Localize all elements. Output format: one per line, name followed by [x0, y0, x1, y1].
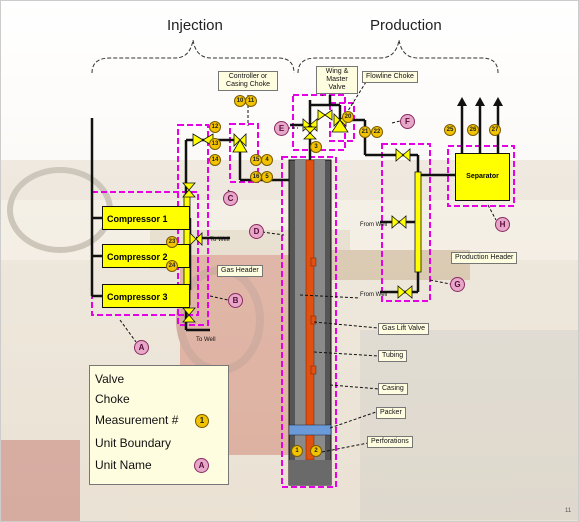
injection-title: Injection	[167, 17, 223, 34]
controller-choke-label: Controller or Casing Choke	[218, 71, 278, 91]
unit-badge-a: A	[134, 340, 149, 355]
unit-badge-e: E	[274, 121, 289, 136]
compressor-1: Compressor 1	[102, 206, 190, 230]
page-number: 11	[565, 508, 571, 514]
to-well-label-2: To Well	[196, 337, 216, 343]
production-header-pipe	[415, 172, 421, 272]
measurement-badge: 24	[166, 260, 178, 272]
production-header-label: Production Header	[451, 252, 517, 264]
production-title: Production	[370, 17, 442, 34]
wellbore	[289, 160, 331, 485]
from-well-label-2: From Well	[360, 292, 387, 298]
tubing-label: Tubing	[378, 350, 407, 362]
legend-valve: Valve	[95, 372, 124, 386]
measurement-badge: 12	[209, 121, 221, 133]
compressor-3: Compressor 3	[102, 284, 190, 308]
unit-badge-b: B	[228, 293, 243, 308]
separator: Separator	[455, 153, 510, 201]
to-well-label-1: To Well	[210, 237, 230, 243]
measurement-badge: 20	[342, 111, 354, 123]
gas-lift-valve-label: Gas Lift Valve	[378, 323, 429, 335]
measurement-badge: 1	[291, 445, 303, 457]
measurement-badge: 22	[371, 126, 383, 138]
unit-badge-c: C	[223, 191, 238, 206]
legend-measurement-badge: 1	[195, 414, 209, 428]
measurement-badge: 26	[467, 124, 479, 136]
legend-boundary: Unit Boundary	[95, 436, 171, 450]
legend-unit-badge: A	[194, 458, 209, 473]
unit-badge-d: D	[249, 224, 264, 239]
measurement-badge: 23	[166, 236, 178, 248]
perforations-label: Perforations	[367, 436, 413, 448]
measurement-badge: 11	[245, 95, 257, 107]
unit-badge-h: H	[495, 217, 510, 232]
measurement-badge: 5	[261, 171, 273, 183]
legend-unit-name: Unit Name	[95, 458, 152, 472]
legend-measurement: Measurement #	[95, 413, 178, 427]
measurement-badge: 27	[489, 124, 501, 136]
from-well-label-1: From Well	[360, 222, 387, 228]
unit-badge-g: G	[450, 277, 465, 292]
measurement-badge: 21	[359, 126, 371, 138]
measurement-badge: 13	[209, 138, 221, 150]
flowline-choke-label: Flowline Choke	[362, 71, 418, 83]
measurement-badge: 3	[310, 141, 322, 153]
legend: Valve Choke Measurement # Unit Boundary …	[89, 365, 229, 485]
measurement-badge: 2	[310, 445, 322, 457]
legend-choke: Choke	[95, 392, 130, 406]
measurement-badge: 25	[444, 124, 456, 136]
packer-label: Packer	[376, 407, 406, 419]
unit-badge-f: F	[400, 114, 415, 129]
gas-header-label: Gas Header	[217, 265, 263, 277]
measurement-badge: 14	[209, 154, 221, 166]
wing-master-valve-label: Wing & Master Valve	[316, 66, 358, 94]
casing-label: Casing	[378, 383, 408, 395]
measurement-badge: 4	[261, 154, 273, 166]
